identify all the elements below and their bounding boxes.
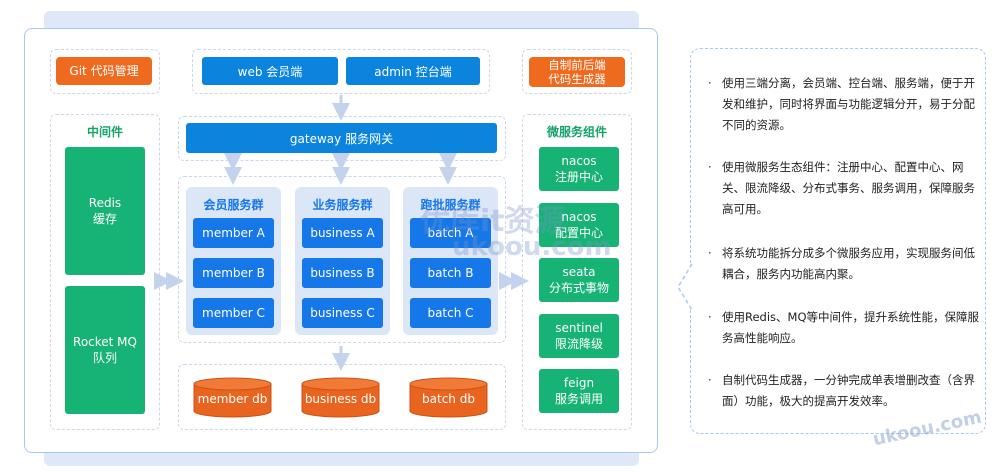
feature-note-text: 使用微服务生态组件：注册中心、配置中心、网关、限流降级、分布式事务、服务调用，保… — [722, 160, 975, 216]
service-instance: business C — [302, 298, 383, 328]
database-icon — [301, 377, 380, 418]
bullet-icon: · — [708, 160, 712, 174]
admin-console-client: admin 控台端 — [346, 57, 480, 85]
feature-note-text: 使用Redis、MQ等中间件，提升系统性能，保障服务高性能响应。 — [722, 310, 980, 345]
service-group-title: 跑批服务群 — [420, 198, 481, 212]
feature-note: · 使用Redis、MQ等中间件，提升系统性能，保障服务高性能响应。 — [708, 307, 984, 349]
service-instance: member B — [193, 258, 274, 288]
rocketmq-queue: Rocket MQ 队列 — [65, 286, 145, 414]
microservice-component: nacos 注册中心 — [539, 147, 619, 191]
feature-note: · 使用三端分离，会员端、控台端、服务端，便于开发和维护，同时将界面与功能逻辑分开… — [708, 73, 984, 136]
service-instance: batch B — [410, 258, 491, 288]
database-cylinder: member db — [193, 377, 272, 419]
feature-note-text: 将系统功能拆分成多个微服务应用，实现服务间低耦合，服务内功能高内聚。 — [722, 246, 975, 281]
microservice-component: seata 分布式事物 — [539, 258, 619, 302]
service-group-title: 会员服务群 — [203, 198, 264, 212]
feature-notes — [690, 48, 986, 434]
code-generator: 自制前后端 代码生成器 — [529, 57, 625, 87]
database-cylinder: batch db — [409, 377, 488, 419]
database-label: batch db — [422, 392, 475, 406]
feature-note-text: 使用三端分离，会员端、控台端、服务端，便于开发和维护，同时将界面与功能逻辑分开，… — [722, 76, 975, 132]
service-instance: member C — [193, 298, 274, 328]
microservice-title: 微服务组件 — [546, 125, 607, 139]
feature-note: · 自制代码生成器，一分钟完成单表增删改查（含界面）功能，极大的提高开发效率。 — [708, 370, 984, 412]
microservice-component: feign 服务调用 — [539, 369, 619, 413]
gateway: gateway 服务网关 — [186, 123, 497, 153]
service-instance: business B — [302, 258, 383, 288]
database-icon — [409, 377, 488, 418]
bullet-icon: · — [708, 310, 712, 324]
database-label: member db — [197, 392, 268, 406]
bullet-icon: · — [708, 246, 712, 260]
service-instance: business A — [302, 218, 383, 248]
feature-note: · 使用微服务生态组件：注册中心、配置中心、网关、限流降级、分布式事务、服务调用，… — [708, 157, 984, 220]
microservice-component: nacos 配置中心 — [539, 202, 619, 247]
redis-cache: Redis 缓存 — [65, 147, 145, 275]
microservice-component: sentinel 限流降级 — [539, 313, 619, 358]
bullet-icon: · — [708, 76, 712, 90]
service-instance: member A — [193, 218, 274, 248]
web-member-client: web 会员端 — [202, 57, 338, 85]
database-icon — [193, 377, 272, 418]
feature-note: · 将系统功能拆分成多个微服务应用，实现服务间低耦合，服务内功能高内聚。 — [708, 243, 984, 285]
feature-note-text: 自制代码生成器，一分钟完成单表增删改查（含界面）功能，极大的提高开发效率。 — [722, 373, 975, 408]
service-instance: batch C — [410, 298, 491, 328]
service-instance: batch A — [410, 218, 491, 248]
service-group-title: 业务服务群 — [312, 198, 373, 212]
database-label: business db — [304, 392, 377, 406]
middleware-title: 中间件 — [86, 125, 123, 139]
git-label: Git 代码管理 — [56, 57, 152, 85]
callout-pointer-icon — [677, 263, 693, 311]
database-cylinder: business db — [301, 377, 380, 419]
bullet-icon: · — [708, 373, 712, 387]
